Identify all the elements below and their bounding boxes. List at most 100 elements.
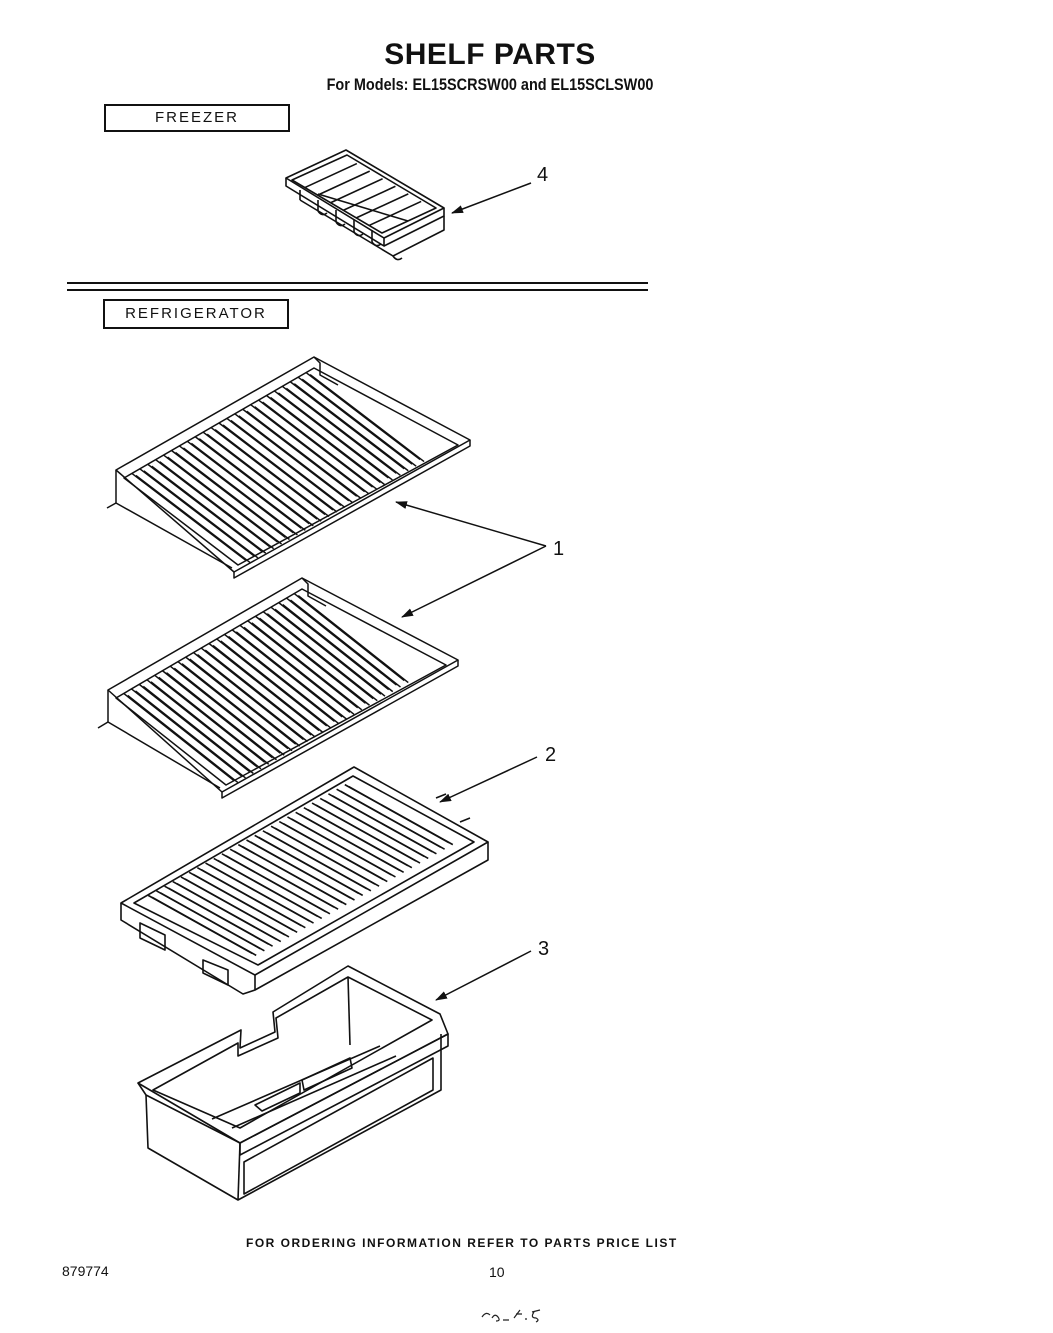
- line-art-stroke: [315, 804, 421, 864]
- line-art-stroke: [123, 692, 235, 782]
- line-art-stroke: [226, 417, 342, 507]
- callout-part-3: 3: [538, 938, 550, 960]
- line-art-stroke: [266, 613, 378, 702]
- wire-shelf-icon: [97, 577, 459, 799]
- line-art-stroke: [355, 193, 409, 219]
- line-art-stroke: [259, 617, 370, 706]
- line-art-stroke: [307, 808, 413, 869]
- section-divider-bottom: [67, 289, 648, 291]
- line-art-stroke: [281, 385, 397, 474]
- wire-shelf-icon: [106, 356, 471, 579]
- line-art-stroke: [368, 200, 422, 227]
- line-art-stroke: [131, 688, 242, 777]
- line-art-stroke: [332, 795, 437, 855]
- line-art-stroke: [135, 690, 246, 779]
- line-art-stroke: [282, 604, 394, 693]
- line-art-stroke: [182, 447, 298, 536]
- line-art-stroke: [330, 177, 383, 204]
- line-art-stroke: [189, 658, 301, 747]
- line-art-stroke: [282, 822, 388, 883]
- line-art-stroke: [167, 456, 283, 545]
- line-art-stroke: [297, 376, 413, 465]
- line-art-stroke: [274, 608, 386, 697]
- line-art-stroke: [242, 408, 358, 497]
- line-art-stroke: [139, 468, 255, 557]
- handwritten-mark: [481, 1309, 541, 1323]
- callout-part-1: 1: [553, 538, 565, 560]
- line-art-stroke: [178, 445, 294, 534]
- line-art-stroke: [297, 594, 409, 684]
- line-art-stroke: [273, 390, 389, 479]
- line-art-stroke: [166, 672, 277, 761]
- line-art-stroke: [218, 422, 334, 511]
- line-art-stroke: [251, 622, 363, 711]
- line-art-stroke: [155, 459, 271, 548]
- leader-lines: [395, 182, 547, 1001]
- line-art-stroke: [217, 859, 323, 920]
- line-art-stroke: [250, 841, 355, 901]
- line-art-stroke: [202, 431, 318, 520]
- line-art-stroke: [266, 394, 381, 484]
- line-art-stroke: [190, 442, 306, 531]
- line-art-stroke: [231, 629, 343, 718]
- callout-part-4: 4: [537, 164, 549, 186]
- line-art-stroke: [162, 670, 273, 759]
- line-art-stroke: [159, 892, 265, 952]
- line-art-stroke: [212, 644, 324, 734]
- line-art-stroke: [285, 387, 401, 476]
- line-art-stroke: [220, 640, 332, 729]
- line-art-stroke: [151, 465, 267, 554]
- line-art-stroke: [175, 451, 290, 541]
- line-art-stroke: [317, 193, 409, 222]
- page-number: 10: [489, 1264, 505, 1280]
- line-art-stroke: [286, 597, 397, 686]
- line-art-stroke: [198, 438, 314, 527]
- line-art-stroke: [131, 472, 247, 562]
- line-art-stroke: [142, 685, 254, 774]
- line-art-stroke: [343, 185, 396, 212]
- line-art-stroke: [173, 667, 285, 756]
- line-art-stroke: [340, 790, 446, 850]
- line-art-stroke: [150, 681, 262, 770]
- line-art-stroke: [138, 683, 250, 772]
- line-art-stroke: [192, 873, 298, 934]
- crisper-drawer-icon: [137, 965, 449, 1201]
- line-art-stroke: [216, 638, 328, 727]
- line-art-stroke: [238, 415, 354, 504]
- line-art-stroke: [210, 426, 326, 516]
- line-art-stroke: [289, 381, 405, 470]
- line-art-stroke: [208, 642, 320, 732]
- line-art-stroke: [154, 674, 266, 763]
- line-art-stroke: [143, 470, 259, 559]
- freezer-section-label: FREEZER: [104, 104, 290, 132]
- line-art-stroke: [171, 449, 286, 539]
- line-art-stroke: [214, 428, 330, 518]
- line-art-stroke: [176, 882, 282, 943]
- line-art-stroke: [274, 827, 380, 887]
- line-art-stroke: [194, 436, 310, 525]
- line-art-stroke: [168, 887, 273, 947]
- line-art-stroke: [293, 592, 405, 682]
- line-art-stroke: [225, 855, 331, 915]
- page-title: SHELF PARTS: [384, 38, 596, 71]
- line-art-stroke: [348, 785, 454, 846]
- line-art-stroke: [185, 656, 297, 745]
- line-art-stroke: [233, 850, 339, 910]
- line-art-stroke: [266, 832, 372, 892]
- line-art-stroke: [222, 424, 338, 513]
- line-art-stroke: [158, 676, 270, 765]
- line-art-stroke: [293, 383, 409, 472]
- line-art-stroke: [323, 799, 429, 860]
- ice-cube-tray-icon: [285, 149, 445, 261]
- line-art-stroke: [197, 653, 308, 743]
- line-art-stroke: [224, 633, 335, 723]
- line-art-stroke: [262, 611, 374, 700]
- line-art-stroke: [239, 624, 351, 713]
- line-art-stroke: [127, 694, 239, 784]
- line-art-stroke: [304, 162, 358, 189]
- line-art-stroke: [135, 474, 251, 564]
- line-art-stroke: [147, 463, 263, 552]
- line-art-stroke: [177, 661, 289, 750]
- line-art-stroke: [243, 626, 355, 715]
